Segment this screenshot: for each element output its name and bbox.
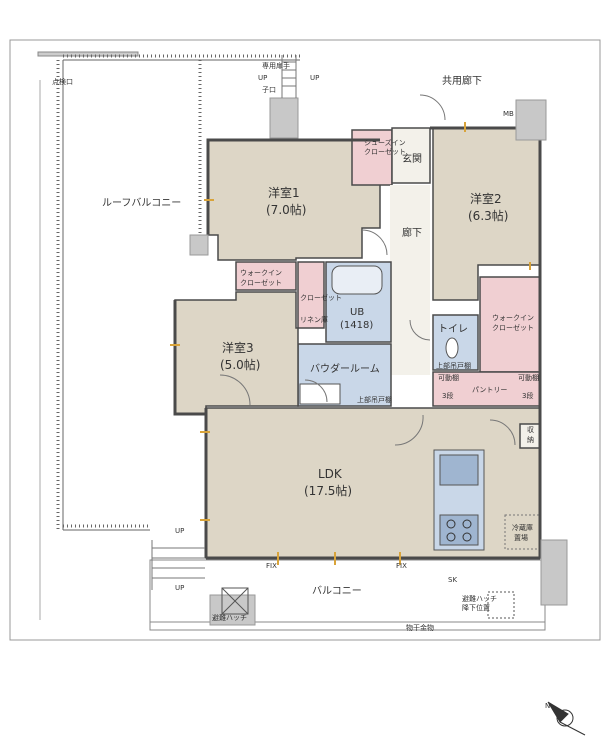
- ldk-name: LDK: [318, 467, 343, 481]
- shelf-left-label-1: 可動棚: [438, 373, 459, 382]
- window-marks: [170, 122, 531, 565]
- up-label-4: UP: [175, 584, 184, 592]
- sink-icon: [299, 383, 341, 405]
- compass-label: N: [545, 702, 550, 710]
- western-room-3-name: 洋室3: [222, 340, 254, 355]
- stairs: [151, 55, 297, 590]
- fix-label-1: FIX: [266, 562, 277, 570]
- western-room-1-name: 洋室1: [268, 185, 300, 200]
- unit-bath-name: UB: [350, 307, 364, 318]
- shoes-in-closet-label-1: シューズイン: [364, 138, 406, 147]
- toilet-bowl-icon: [445, 337, 459, 359]
- hatch-top-label-2: 子口: [262, 86, 276, 94]
- evac-hatch-label: 避難ハッチ: [212, 613, 247, 622]
- up-label-2: UP: [310, 74, 319, 82]
- roof-balcony-label: ルーフバルコニー: [102, 197, 181, 209]
- evacuation-hatch: [221, 587, 515, 619]
- entrance-label: 玄関: [402, 152, 422, 165]
- balcony-label: バルコニー: [312, 585, 362, 597]
- up-label-1: UP: [258, 74, 267, 82]
- storage-label-2: 納: [527, 435, 534, 444]
- mb-label: MB: [503, 110, 514, 118]
- fridge-label-1: 冷蔵庫: [512, 523, 533, 532]
- walkin-closet-a-label-2: クローゼット: [240, 278, 282, 287]
- handrail-label: 物干金物: [406, 623, 434, 632]
- kitchen-counter: [433, 449, 485, 551]
- shelf-right-label-2: 3段: [522, 391, 533, 400]
- room-fills: [174, 127, 541, 559]
- pantry-area: [432, 371, 541, 407]
- linen-label: リネン庫: [300, 315, 328, 324]
- closet-area: [297, 261, 325, 329]
- corridor-label: 廊下: [402, 226, 422, 239]
- bathtub-icon: [331, 265, 383, 295]
- evac-hatch-down-label-2: 降下位置: [462, 603, 490, 612]
- closet-label: クローゼット: [300, 293, 342, 302]
- shelf-left-label-2: 3段: [442, 391, 453, 400]
- western-room-1-size: (7.0帖): [266, 202, 306, 217]
- sk-label: SK: [448, 576, 457, 584]
- fix-label-2: FIX: [396, 562, 407, 570]
- pillars: [189, 97, 568, 626]
- walkin-closet-b-label-1: ウォークイン: [492, 314, 534, 322]
- compass-icon: [547, 701, 586, 736]
- fridge-label-2: 置場: [514, 533, 528, 542]
- hatch-top-label-1: 専用扉手: [262, 61, 290, 70]
- corridor-area: [390, 185, 430, 375]
- western-room-1-area: [207, 139, 381, 261]
- shelf-right-label-1: 可動棚: [518, 373, 539, 382]
- ldk-area: [205, 407, 541, 559]
- up-label-3: UP: [175, 527, 184, 535]
- unit-bath-size: (1418): [340, 320, 373, 331]
- toilet-label: トイレ: [438, 324, 468, 335]
- western-room-2-size: (6.3帖): [468, 208, 508, 223]
- storage-label-1: 収: [527, 426, 534, 434]
- western-room-3-size: (5.0帖): [220, 357, 260, 372]
- inspection-point-label: 点検口: [52, 77, 73, 86]
- toilet-shelf-label: 上部吊戸棚: [436, 361, 471, 370]
- pantry-label: パントリー: [472, 386, 507, 394]
- powder-shelf-label: 上部吊戸棚: [357, 395, 392, 404]
- evac-hatch-down-label-1: 避難ハッチ: [462, 594, 497, 603]
- doors: [219, 94, 516, 446]
- shoes-in-closet-label-2: クローゼット: [364, 147, 406, 156]
- walkin-closet-b-label-2: クローゼット: [492, 323, 534, 332]
- common-corridor-label: 共用廊下: [442, 74, 482, 87]
- ldk-size: (17.5帖): [304, 483, 352, 498]
- western-room-2-name: 洋室2: [470, 191, 502, 206]
- powder-room-label: バウダールーム: [310, 362, 380, 375]
- roof-balcony: [9, 39, 601, 641]
- walkin-closet-a-area: [235, 261, 297, 291]
- entrance-area: [391, 127, 431, 184]
- walkin-closet-a-label-1: ウォークイン: [240, 269, 282, 277]
